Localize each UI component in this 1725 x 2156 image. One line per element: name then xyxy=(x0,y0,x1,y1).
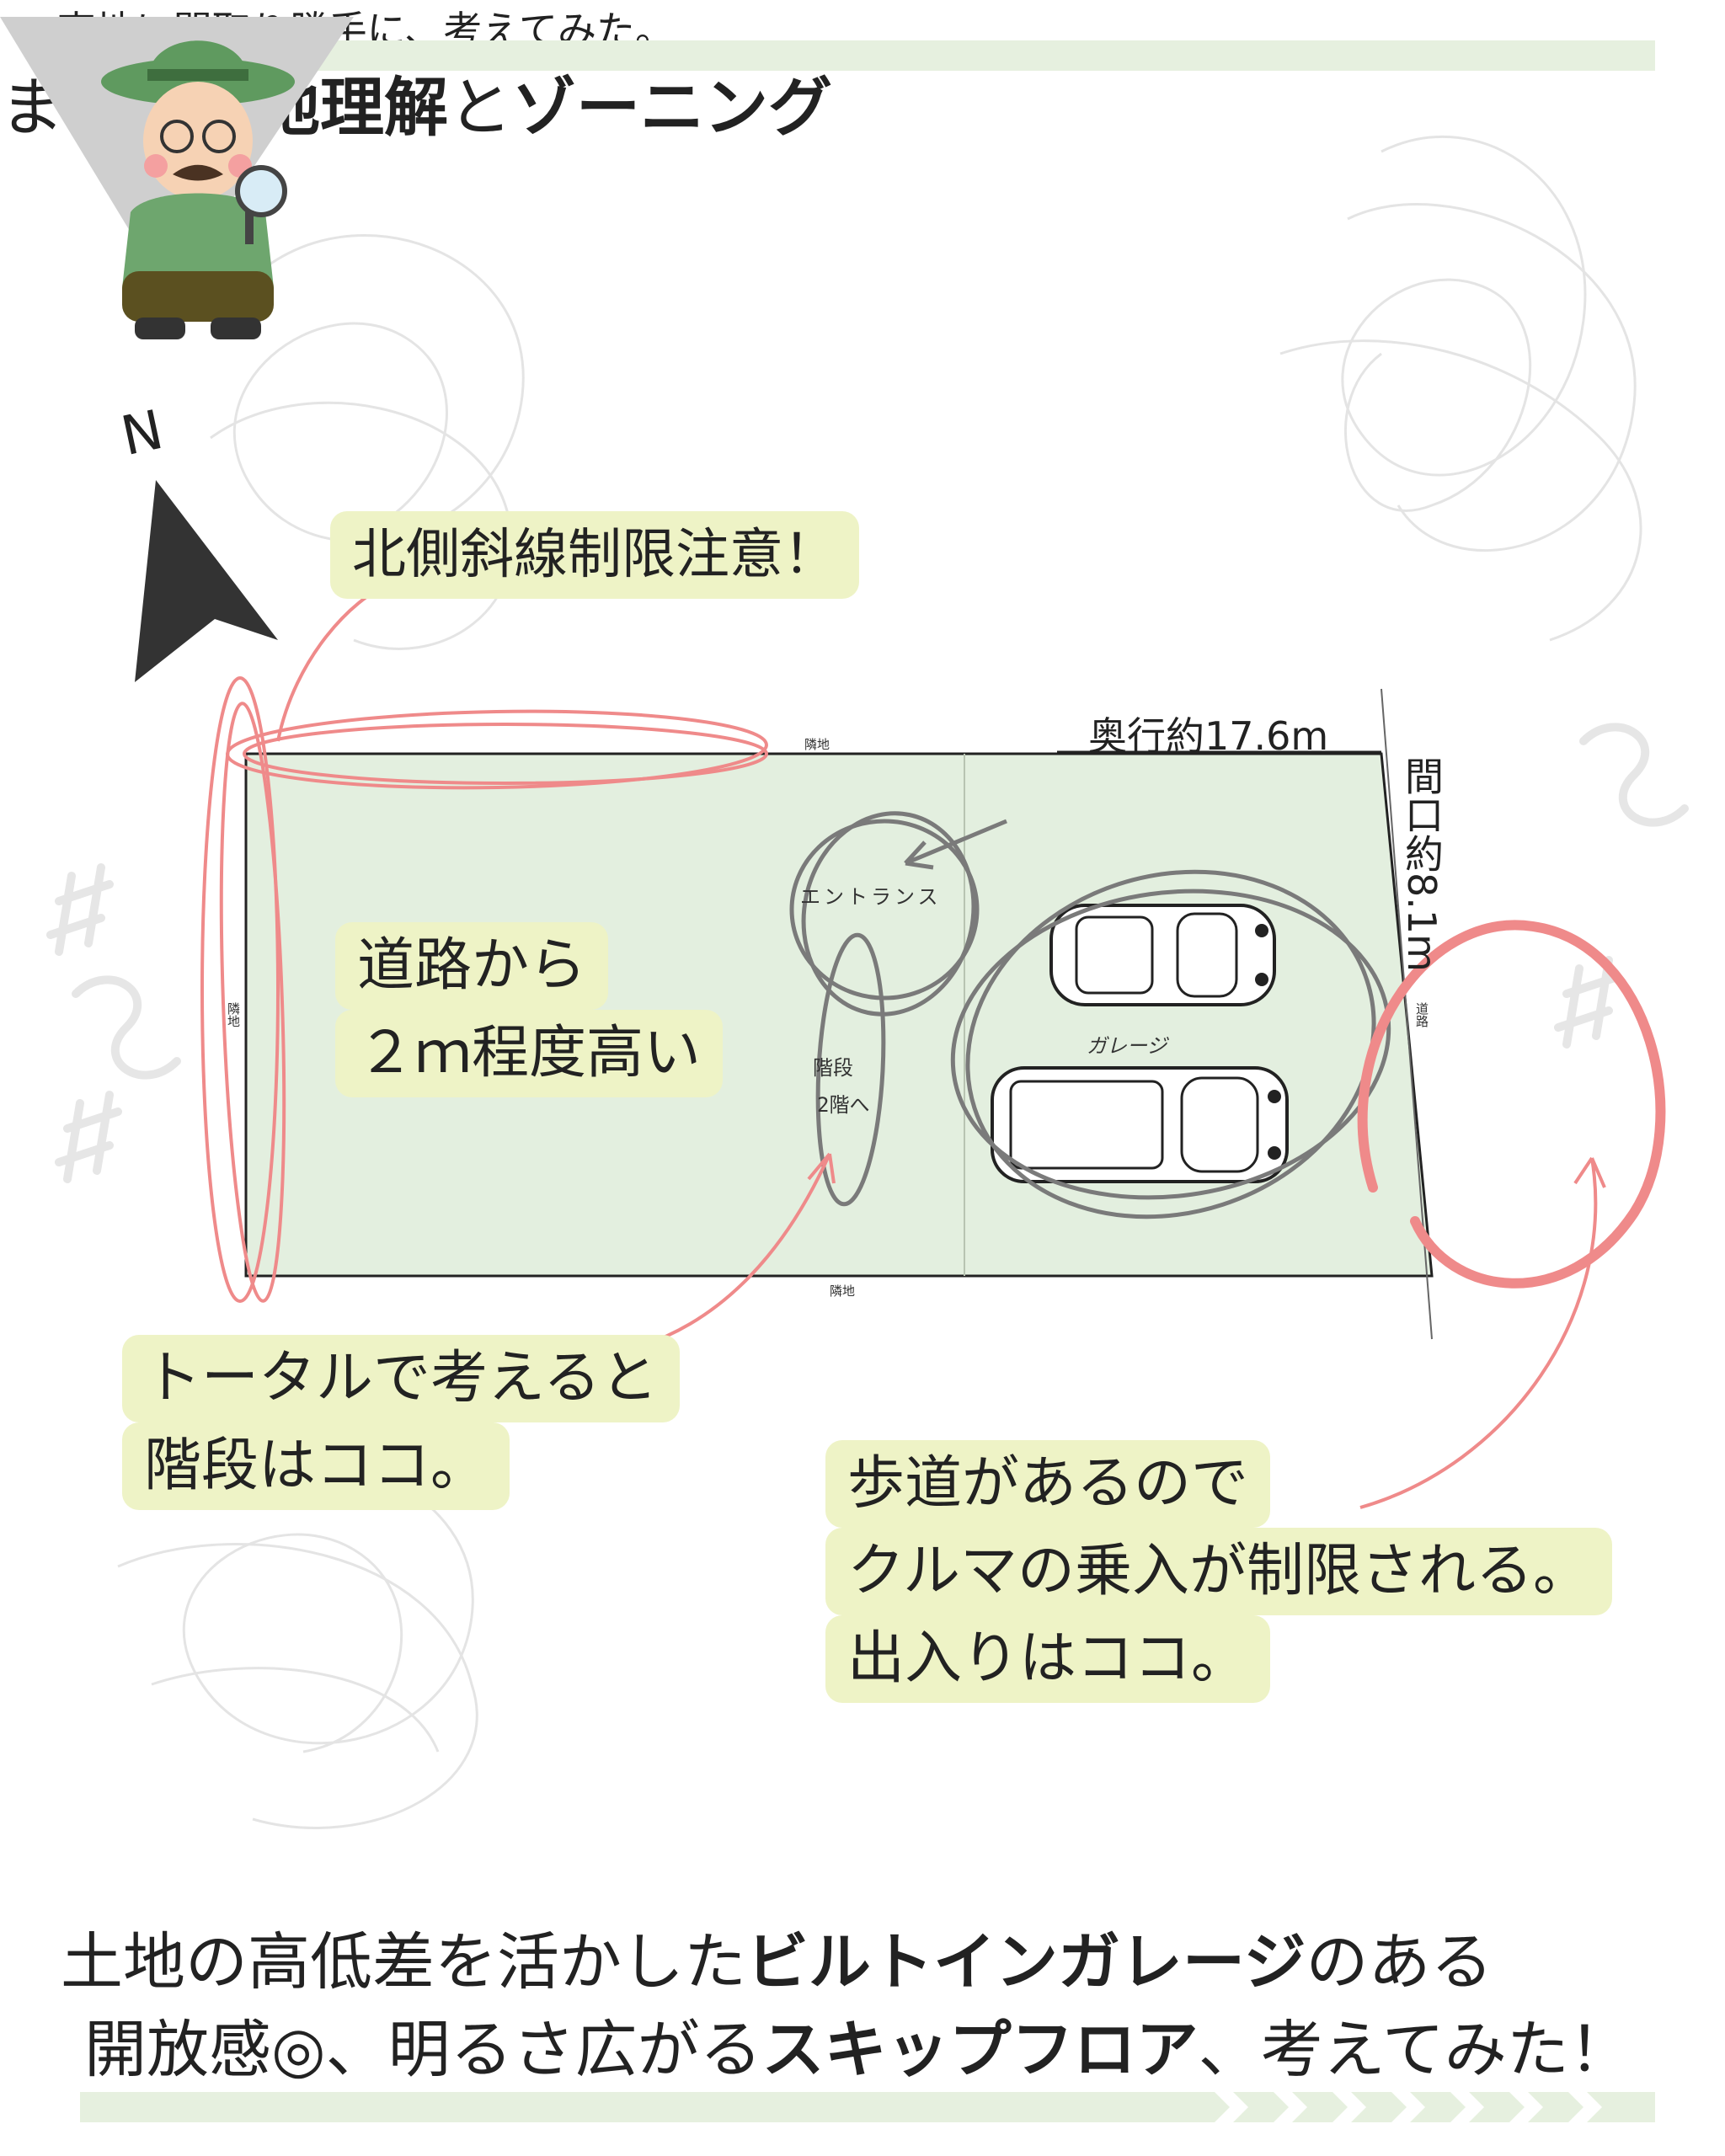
road-label: 道路 xyxy=(1414,1002,1429,1027)
height-note-line-1: 道路から xyxy=(335,922,609,1010)
footer-line-1: 土地の高低差を活かしたビルトインガレージのある xyxy=(61,1912,1493,2002)
car-note-arrow xyxy=(1359,1156,1606,1509)
car-note-line-1: 歩道があるので xyxy=(825,1440,1271,1528)
entrance-circle xyxy=(789,819,980,1001)
neighbor-label-north: 隣地 xyxy=(804,737,830,752)
title-part-4: ゾーニング xyxy=(512,70,832,145)
garage-label: ガレージ xyxy=(1087,1034,1167,1058)
driveway-loop xyxy=(1357,920,1666,1289)
north-arrow-icon xyxy=(135,480,278,682)
entrance-arrow xyxy=(904,819,1007,870)
footer-line-2-part-2: スキップフロア xyxy=(761,2014,1199,2086)
title-part-3: と xyxy=(448,70,512,145)
west-boundary-ellipse xyxy=(200,676,280,1303)
depth-label: 奥行約17.6m xyxy=(1088,713,1329,759)
explorer-character-illustration xyxy=(101,40,295,339)
footer-line-2-part-3: 、考えてみた！ xyxy=(1198,2014,1632,2086)
car-note-line-2: クルマの乗入が制限される。 xyxy=(825,1528,1612,1615)
stairs-note-line-2: 階段はココ。 xyxy=(122,1422,510,1510)
neighbor-label-south: 隣地 xyxy=(830,1283,856,1299)
footer-line-2-part-1: 開放感◎、明るさ広がる xyxy=(84,2014,762,2086)
entrance-label: エントランス xyxy=(800,885,942,909)
height-note-line-2: ２ｍ程度高い xyxy=(335,1010,724,1097)
north-slope-note: 北側斜線制限注意！ xyxy=(330,511,859,599)
footer-line-2: 開放感◎、明るさ広がるスキップフロア、考えてみた！ xyxy=(84,1999,1632,2089)
car-van-icon xyxy=(991,1066,1289,1183)
footer-band xyxy=(80,2092,1655,2122)
stairs-circle xyxy=(815,932,886,1207)
footer-chevrons-decor xyxy=(1213,2090,1602,2124)
stairs-label: 階段 xyxy=(813,1056,853,1080)
footer-line-1-part-1: 土地の高低差を活かした xyxy=(61,1926,746,1999)
stairs-note-line-1: トータルで考えると xyxy=(122,1335,680,1422)
stairs-sub-label: 2階へ xyxy=(817,1093,870,1117)
car-note-line-3: 出入りはココ。 xyxy=(825,1615,1271,1703)
header-band xyxy=(80,40,1655,71)
frontage-label: 間口約8.1m xyxy=(1399,756,1445,972)
car-compact-icon xyxy=(1049,904,1276,1006)
footer-line-1-part-2: ビルトインガレージ xyxy=(746,1926,1306,1999)
neighbor-label-west: 隣地 xyxy=(226,1002,241,1027)
footer-line-1-part-3: のある xyxy=(1306,1926,1493,1999)
